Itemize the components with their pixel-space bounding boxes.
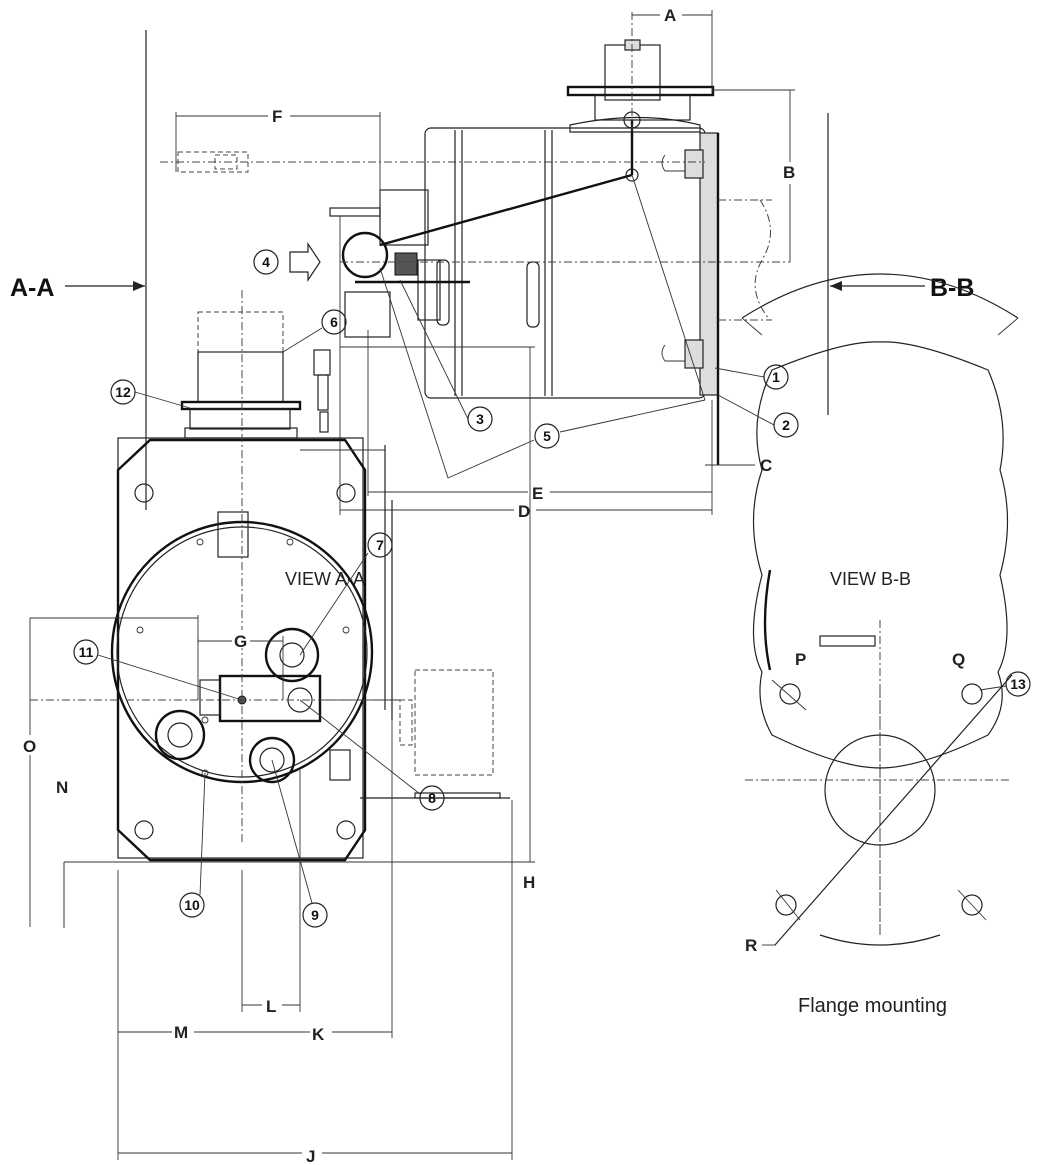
section-label-b: B-B <box>930 274 974 302</box>
dim-label-b: B <box>783 163 795 182</box>
callout-10: 10 <box>184 897 200 913</box>
callout-11: 11 <box>79 644 94 660</box>
dim-label-k: K <box>312 1025 325 1044</box>
dim-label-f: F <box>272 107 282 126</box>
dim-label-j: J <box>306 1147 315 1165</box>
view-a-callouts: 6 7 8 9 10 11 12 <box>73 309 445 928</box>
callout-7: 7 <box>376 537 384 553</box>
dim-label-o: O <box>23 737 36 756</box>
callout-8: 8 <box>428 790 436 806</box>
dim-label-l: L <box>266 997 276 1016</box>
callout-4: 4 <box>262 254 270 270</box>
dim-label-h: H <box>523 873 535 892</box>
dim-label-a: A <box>664 6 676 25</box>
view-b-labels: P Q R 13 Flange mounting <box>745 650 1031 1017</box>
callout-9: 9 <box>311 907 319 923</box>
dim-label-m: M <box>174 1023 188 1042</box>
side-dimensions: A B C E D F <box>175 3 802 521</box>
dim-label-e: E <box>532 484 543 503</box>
view-a-dimensions: G O N H L M K J <box>20 346 542 1165</box>
section-label-a: A-A <box>10 274 54 302</box>
callout-2: 2 <box>782 417 790 433</box>
callout-13: 13 <box>1010 676 1026 692</box>
view-b-drawing <box>741 273 1019 946</box>
callout-5: 5 <box>543 428 551 444</box>
dim-label-c: C <box>760 456 772 475</box>
side-view: A-A B-B <box>10 12 974 510</box>
view-a-drawing <box>30 290 510 862</box>
dim-label-p: P <box>795 650 806 669</box>
view-title-b: VIEW B-B <box>830 569 911 589</box>
side-callouts: 1 2 3 4 5 <box>253 174 799 479</box>
callout-12: 12 <box>115 384 131 400</box>
dim-label-d: D <box>518 502 530 521</box>
dim-label-r: R <box>745 936 757 955</box>
dim-label-q: Q <box>952 650 965 669</box>
callout-6: 6 <box>330 314 338 330</box>
view-b-caption: Flange mounting <box>798 995 947 1017</box>
callout-3: 3 <box>476 411 484 427</box>
dim-label-n: N <box>56 778 68 797</box>
callout-1: 1 <box>772 369 780 385</box>
dim-label-g: G <box>234 632 247 651</box>
